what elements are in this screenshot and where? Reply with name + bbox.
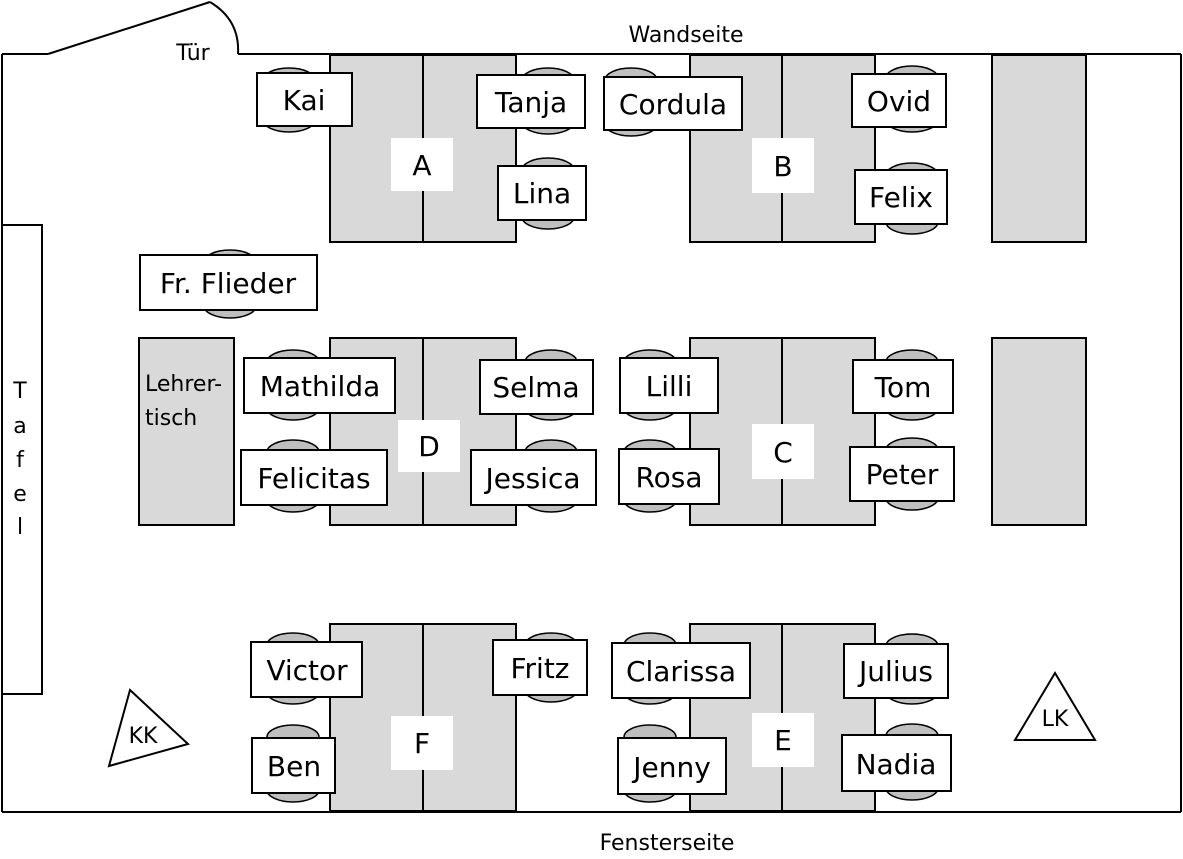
student-name-fritz: Fritz — [510, 652, 569, 685]
triangle-marker-kk — [107, 688, 190, 768]
student-name-jessica: Jessica — [484, 462, 581, 495]
window-side-label: Fensterseite — [600, 831, 735, 856]
student-box — [479, 359, 594, 415]
student-box — [492, 639, 588, 696]
group-label: D — [418, 430, 440, 463]
blackboard-letter: e — [13, 482, 27, 507]
student-name-jenny: Jenny — [631, 751, 711, 784]
student-box — [617, 737, 727, 795]
group-label-box — [391, 138, 453, 191]
student-name-victor: Victor — [266, 654, 348, 687]
student-name-clarissa: Clarissa — [626, 655, 736, 688]
group-label: B — [773, 150, 792, 183]
group-f: F Victor Ben Fritz — [250, 623, 588, 812]
blackboard-label: T a f e l — [12, 379, 27, 540]
student-name-lina: Lina — [513, 177, 571, 210]
student-name-nadia: Nadia — [856, 748, 937, 781]
wall-side-label: Wandseite — [628, 23, 743, 48]
student-box — [849, 446, 955, 502]
student-name-tom: Tom — [874, 371, 932, 404]
door — [47, 1, 240, 55]
student-box — [497, 165, 587, 221]
student-name-tanja: Tanja — [494, 86, 567, 119]
student-box — [843, 643, 949, 699]
student-name-kai: Kai — [283, 84, 326, 117]
blackboard-letter: T — [12, 379, 27, 404]
student-box — [619, 357, 719, 414]
student-name-cordula: Cordula — [619, 88, 727, 121]
group-label: A — [412, 149, 431, 182]
student-box — [240, 449, 388, 506]
student-name-ovid: Ovid — [867, 85, 931, 118]
student-box — [854, 169, 948, 225]
student-name-lilli: Lilli — [646, 370, 693, 403]
group-label: E — [774, 724, 792, 757]
group-e: E Clarissa Jenny Julius Nadia — [611, 623, 952, 812]
group-label: F — [414, 727, 430, 760]
group-a: A Kai Tanja Lina — [256, 54, 587, 243]
student-name-felix: Felix — [869, 181, 933, 214]
student-box — [251, 737, 336, 794]
student-box — [851, 73, 947, 128]
student-box — [470, 449, 597, 506]
student-box — [256, 72, 353, 127]
teacher-desk-label-line1: Lehrer- — [145, 372, 222, 397]
teacher-desk-label-line2: tisch — [145, 406, 197, 431]
blackboard-letter: f — [16, 448, 25, 473]
group-label: C — [773, 436, 793, 469]
student-box — [476, 74, 586, 129]
student-name-felicitas: Felicitas — [257, 462, 370, 495]
group-c: C Lilli Rosa Tom Peter — [618, 337, 955, 526]
student-name-peter: Peter — [866, 458, 939, 491]
student-name-julius: Julius — [857, 655, 933, 688]
teacher-name-box — [139, 254, 318, 311]
group-label-box — [752, 713, 814, 767]
group-b: B Cordula Ovid Felix — [603, 54, 948, 243]
blackboard-letter: l — [17, 515, 23, 540]
student-box — [250, 641, 363, 698]
spare-table — [991, 54, 1087, 243]
student-box — [611, 642, 751, 699]
student-name-mathilda: Mathilda — [260, 370, 381, 403]
triangle-marker-lk — [1013, 671, 1097, 741]
triangle-label-kk: KK — [129, 724, 158, 749]
triangle-label-lk: LK — [1042, 707, 1069, 732]
student-box — [841, 734, 952, 792]
student-name-ben: Ben — [267, 750, 321, 783]
group-label-box — [398, 420, 460, 472]
teacher-desk — [138, 337, 235, 526]
group-label-box — [752, 424, 814, 479]
group-label-box — [391, 716, 453, 770]
student-box — [852, 359, 954, 414]
spare-table — [991, 337, 1087, 526]
door-label: Tür — [175, 41, 210, 66]
group-label-box — [752, 138, 814, 193]
student-name-rosa: Rosa — [635, 461, 702, 494]
student-box — [618, 448, 720, 505]
teacher-name: Fr. Flieder — [160, 267, 297, 300]
blackboard-letter: a — [13, 414, 26, 439]
student-box — [243, 357, 396, 414]
student-box — [603, 76, 743, 131]
student-name-selma: Selma — [492, 371, 579, 404]
group-d: D Mathilda Felicitas Selma Jessica — [240, 337, 597, 526]
blackboard — [1, 224, 43, 695]
